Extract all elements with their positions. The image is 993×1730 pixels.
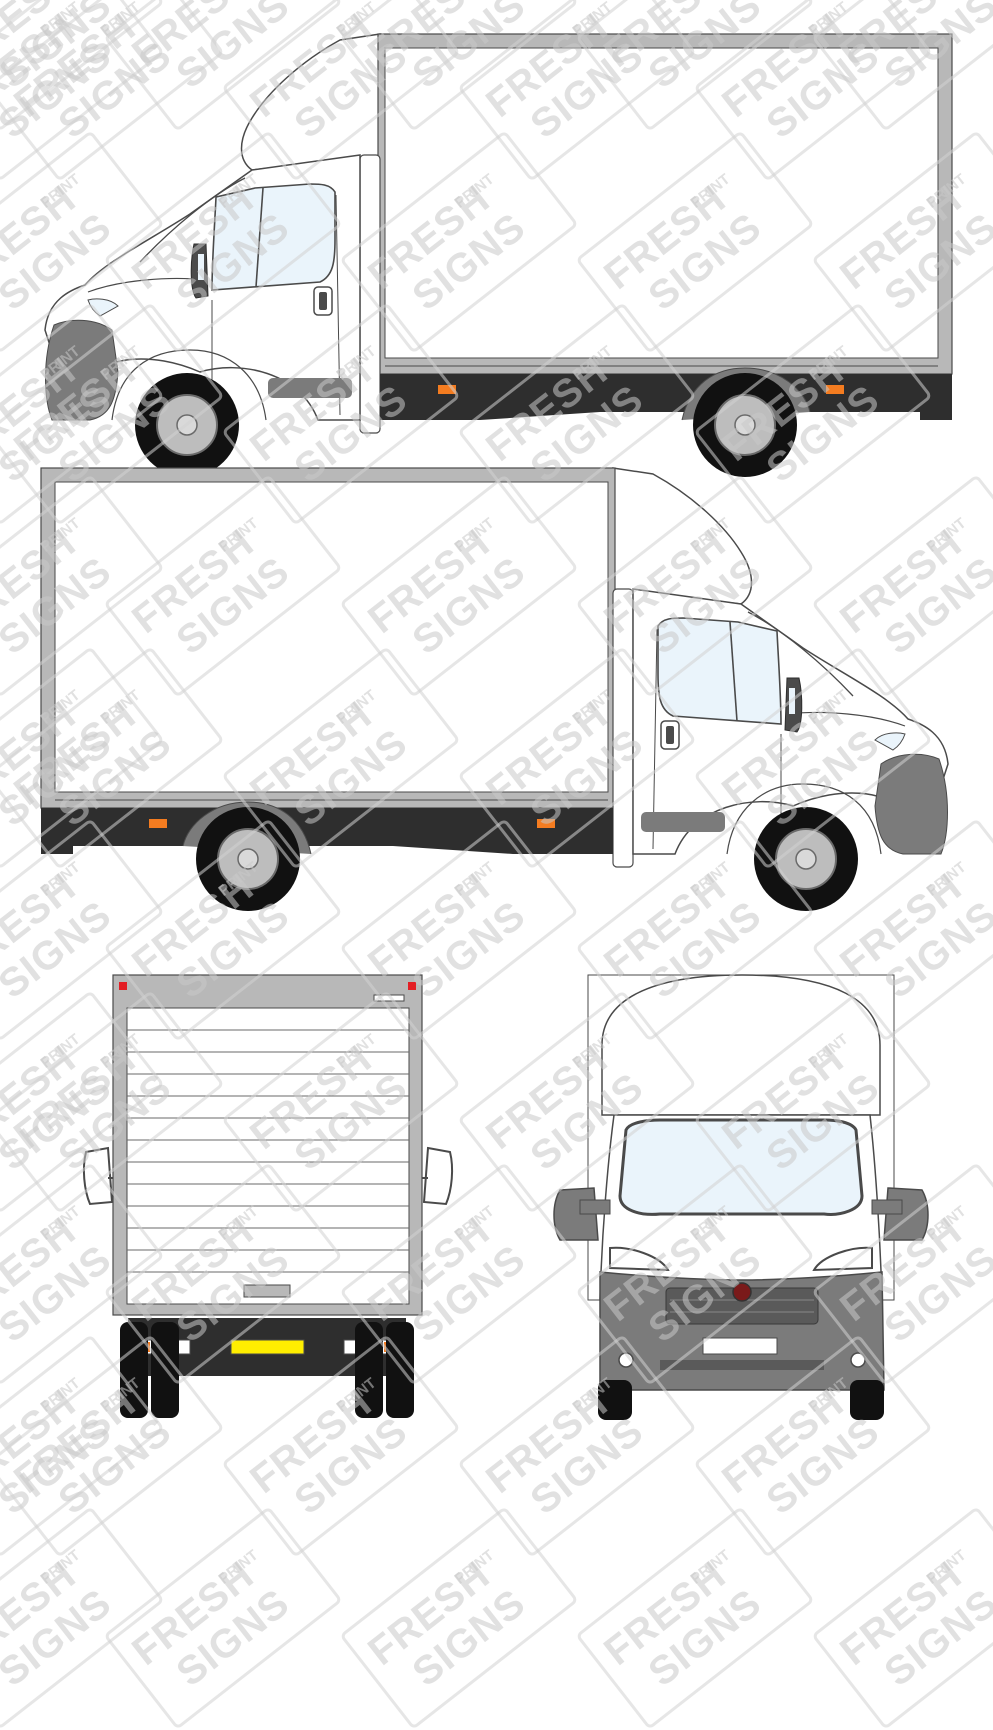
indicator-light bbox=[826, 385, 844, 394]
left-side-view bbox=[44, 33, 953, 477]
rear-roller-shutter bbox=[126, 1007, 410, 1305]
mirror-glass bbox=[198, 254, 204, 280]
rear-wheel bbox=[693, 373, 797, 477]
mirror-glass bbox=[789, 688, 795, 714]
rear-tyre bbox=[151, 1322, 179, 1418]
window-pillar bbox=[255, 187, 264, 288]
front-view bbox=[553, 974, 929, 1420]
mirror-arm bbox=[871, 1199, 903, 1215]
luton-peak bbox=[612, 467, 753, 605]
side-protection-strip bbox=[641, 812, 725, 832]
marker-light bbox=[408, 982, 416, 990]
top-label-plate bbox=[373, 994, 405, 1002]
windscreen-edge bbox=[139, 177, 246, 263]
shutter-slats bbox=[127, 1029, 409, 1273]
box-front-post bbox=[359, 154, 381, 434]
rear-tyre bbox=[120, 1322, 148, 1418]
front-wheel bbox=[135, 373, 239, 477]
lower-grille bbox=[660, 1360, 824, 1370]
rear-number-plate bbox=[230, 1339, 305, 1355]
front-wheel bbox=[754, 807, 858, 911]
door-handle-grip bbox=[666, 726, 674, 744]
box-body-panel bbox=[54, 481, 609, 793]
mirror-arm bbox=[579, 1199, 611, 1215]
luton-peak bbox=[240, 33, 381, 171]
front-bumper bbox=[45, 319, 119, 421]
headlight bbox=[87, 298, 119, 317]
rear-tyre bbox=[386, 1322, 414, 1418]
right-side-view bbox=[40, 467, 949, 911]
luton-dome bbox=[601, 974, 881, 1116]
cab-side-window bbox=[211, 183, 336, 291]
rear-view bbox=[82, 974, 454, 1418]
windscreen bbox=[618, 1118, 864, 1216]
window-pillar bbox=[729, 621, 738, 722]
front-wheel-arch bbox=[111, 349, 267, 421]
mirror-left bbox=[82, 1146, 114, 1206]
chassis-rail bbox=[380, 374, 952, 420]
windscreen-edge bbox=[747, 611, 854, 697]
front-bumper bbox=[874, 753, 948, 855]
headlight-right bbox=[812, 1246, 873, 1272]
front-tyre bbox=[850, 1380, 884, 1420]
box-body-panel bbox=[384, 47, 939, 359]
cab-side-window bbox=[657, 617, 782, 725]
side-protection-strip bbox=[268, 378, 352, 398]
shutter-handle bbox=[243, 1284, 291, 1298]
indicator-light bbox=[149, 819, 167, 828]
chassis-rail bbox=[41, 808, 613, 854]
box-front-post bbox=[612, 588, 634, 868]
mirror-right bbox=[422, 1146, 454, 1206]
brand-badge bbox=[732, 1282, 752, 1302]
marker-light bbox=[119, 982, 127, 990]
rear-wheel bbox=[196, 807, 300, 911]
front-tyre bbox=[598, 1380, 632, 1420]
indicator-light bbox=[438, 385, 456, 394]
headlight-left bbox=[609, 1246, 670, 1272]
front-number-plate bbox=[702, 1337, 778, 1355]
door-handle-grip bbox=[319, 292, 327, 310]
headlight bbox=[874, 732, 906, 751]
fog-light-left bbox=[618, 1352, 634, 1368]
rear-tyre bbox=[355, 1322, 383, 1418]
fog-light-right bbox=[850, 1352, 866, 1368]
indicator-light bbox=[537, 819, 555, 828]
front-wheel-arch bbox=[726, 783, 882, 855]
